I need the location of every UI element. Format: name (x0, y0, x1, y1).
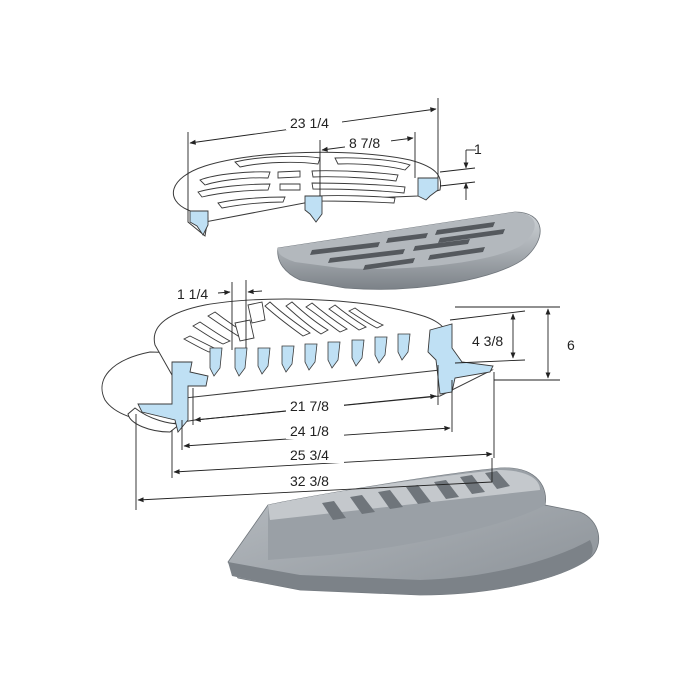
grate-line-drawing (172, 151, 442, 237)
grate-solid-render (277, 211, 541, 290)
dim-frame-seat-opening: 24 1/8 (290, 423, 329, 439)
frame-bar-sections (209, 333, 411, 377)
dim-frame-clear-opening: 21 7/8 (290, 398, 329, 414)
dim-frame-outer-lip: 25 3/4 (290, 447, 329, 463)
grate-render-slots (310, 222, 505, 270)
frame-render-slots (322, 471, 510, 520)
dim-frame-overall-height: 6 (567, 337, 575, 353)
frame-solid-render (227, 467, 599, 596)
dimension-labels: 23 1/4 8 7/8 1 1 1/4 4 3/8 6 21 7/8 24 1… (177, 114, 575, 489)
dim-grate-section-length: 8 7/8 (349, 135, 380, 151)
dim-grate-overall-length: 23 1/4 (290, 115, 329, 131)
frame-line-drawing (101, 298, 494, 433)
grate-slots (197, 155, 411, 209)
frame-grate-slots (183, 301, 385, 353)
dim-frame-bearing-width: 1 1/4 (177, 286, 208, 302)
dim-frame-seat-depth: 4 3/8 (472, 333, 503, 349)
dim-frame-flange-width: 32 3/8 (290, 473, 329, 489)
dim-grate-thickness: 1 (474, 141, 482, 157)
